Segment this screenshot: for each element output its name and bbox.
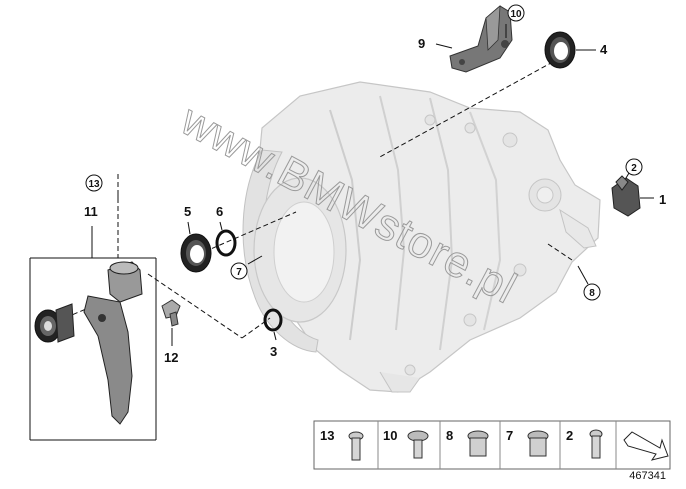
fastener-legend: 13 10 8 7 2 [313,420,671,470]
gearbox-housing [242,81,601,393]
callout-13: 13 [88,179,100,190]
legend-label-2: 2 [566,428,573,443]
bracket-part-1 [611,175,641,217]
legend-label-8: 8 [446,428,453,443]
legend-label-7: 7 [506,428,513,443]
callout-2: 2 [631,163,637,174]
callout-6: 6 [216,204,223,219]
callout-8: 8 [589,288,595,299]
legend-label-10: 10 [383,428,397,443]
o-ring-part-3 [263,308,283,332]
seal-part-4 [544,31,576,69]
legend-label-13: 13 [320,428,334,443]
seal-part-5 [180,233,212,273]
bracket-part-9 [449,5,513,73]
callout-5: 5 [184,204,191,219]
callouts: 1 2 3 4 5 6 7 8 9 10 11 12 13 [84,4,666,365]
o-ring-part-6 [215,229,237,257]
callout-3: 3 [270,344,277,359]
release-kit-part-11 [29,226,157,441]
callout-1: 1 [659,192,666,207]
callout-7: 7 [236,267,242,278]
nav-arrow-icon[interactable] [623,431,669,461]
bolt-part-12 [161,299,181,327]
callout-9: 9 [418,36,425,51]
diagram-id: 467341 [629,470,666,482]
callout-10: 10 [510,9,522,20]
callout-11: 11 [84,204,98,219]
callout-4: 4 [600,42,608,57]
callout-12: 12 [164,350,178,365]
